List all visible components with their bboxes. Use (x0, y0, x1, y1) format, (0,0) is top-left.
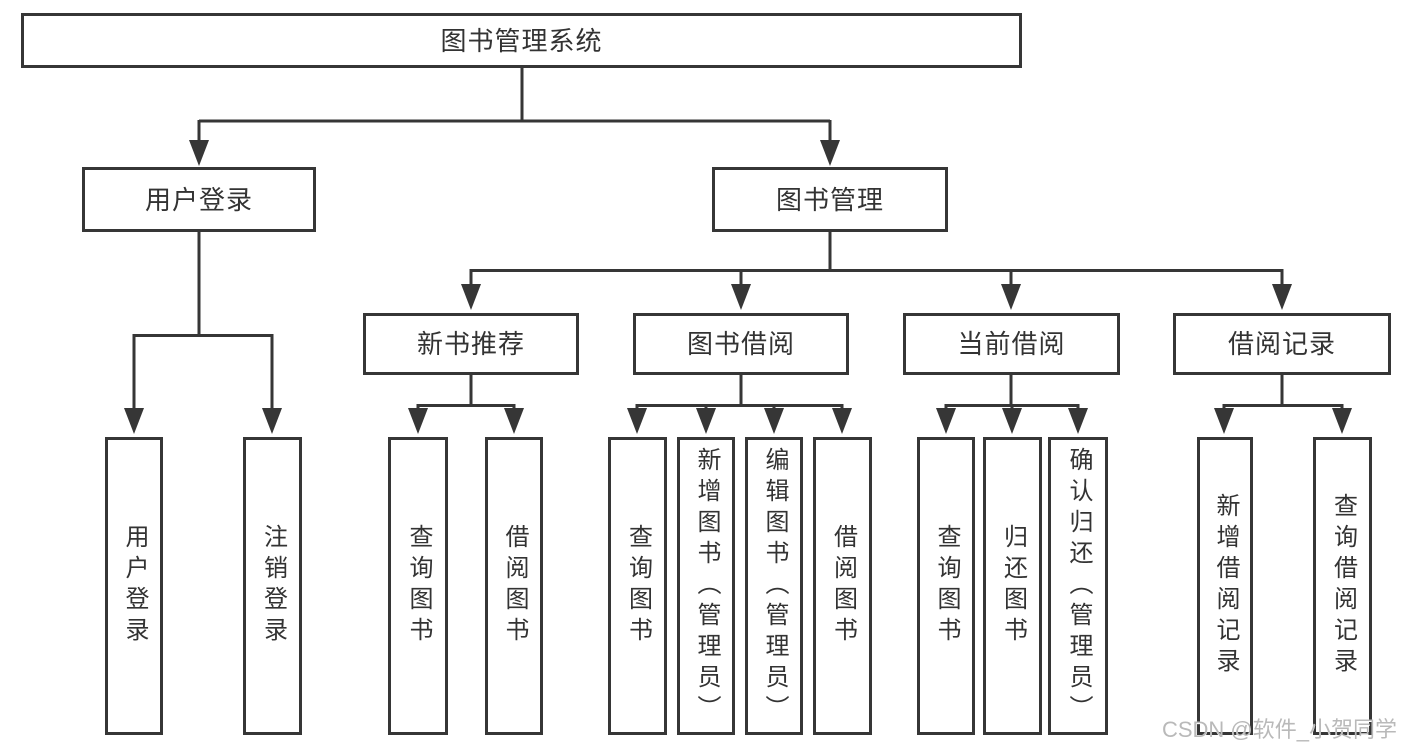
arrowhead-icon (936, 408, 956, 434)
node-leaf-add-book-admin: 新增图书（管理员） (677, 437, 735, 735)
arrowhead-icon (461, 284, 481, 310)
arrowhead-icon (627, 408, 647, 434)
node-library-management-system: 图书管理系统 (21, 13, 1022, 68)
node-borrowing-records: 借阅记录 (1173, 313, 1391, 375)
arrowhead-icon (1332, 408, 1352, 434)
node-user-login: 用户登录 (82, 167, 316, 232)
node-leaf-confirm-return-admin: 确认归还（管理员） (1048, 437, 1108, 735)
arrowhead-icon (832, 408, 852, 434)
node-leaf-user-login: 用户登录 (105, 437, 163, 735)
node-leaf-borrow-books-recommend: 借阅图书 (485, 437, 543, 735)
arrowhead-icon (262, 408, 282, 434)
arrowhead-icon (696, 408, 716, 434)
node-leaf-query-books-current: 查询图书 (917, 437, 975, 735)
arrowhead-icon (1068, 408, 1088, 434)
node-leaf-add-borrow-record: 新增借阅记录 (1197, 437, 1253, 735)
arrowhead-icon (1214, 408, 1234, 434)
arrowhead-icon (408, 408, 428, 434)
arrowhead-icon (731, 284, 751, 310)
node-new-book-recommendation: 新书推荐 (363, 313, 579, 375)
node-leaf-return-book: 归还图书 (983, 437, 1042, 735)
node-leaf-query-books-recommend: 查询图书 (388, 437, 448, 735)
node-leaf-logout: 注销登录 (243, 437, 302, 735)
arrowhead-icon (504, 408, 524, 434)
arrowhead-icon (189, 140, 209, 166)
node-leaf-edit-book-admin: 编辑图书（管理员） (745, 437, 803, 735)
arrowhead-icon (820, 140, 840, 166)
node-book-management: 图书管理 (712, 167, 948, 232)
node-leaf-query-borrow-record: 查询借阅记录 (1313, 437, 1372, 735)
node-book-borrowing: 图书借阅 (633, 313, 849, 375)
watermark-text: CSDN @软件_小贺同学 (1161, 717, 1397, 742)
arrowhead-icon (1001, 284, 1021, 310)
connector-arrows (124, 140, 1352, 434)
arrowhead-icon (764, 408, 784, 434)
arrowhead-icon (1272, 284, 1292, 310)
node-leaf-borrow-books: 借阅图书 (813, 437, 872, 735)
node-current-borrowing: 当前借阅 (903, 313, 1120, 375)
arrowhead-icon (1002, 408, 1022, 434)
node-leaf-query-books-borrow: 查询图书 (608, 437, 667, 735)
arrowhead-icon (124, 408, 144, 434)
